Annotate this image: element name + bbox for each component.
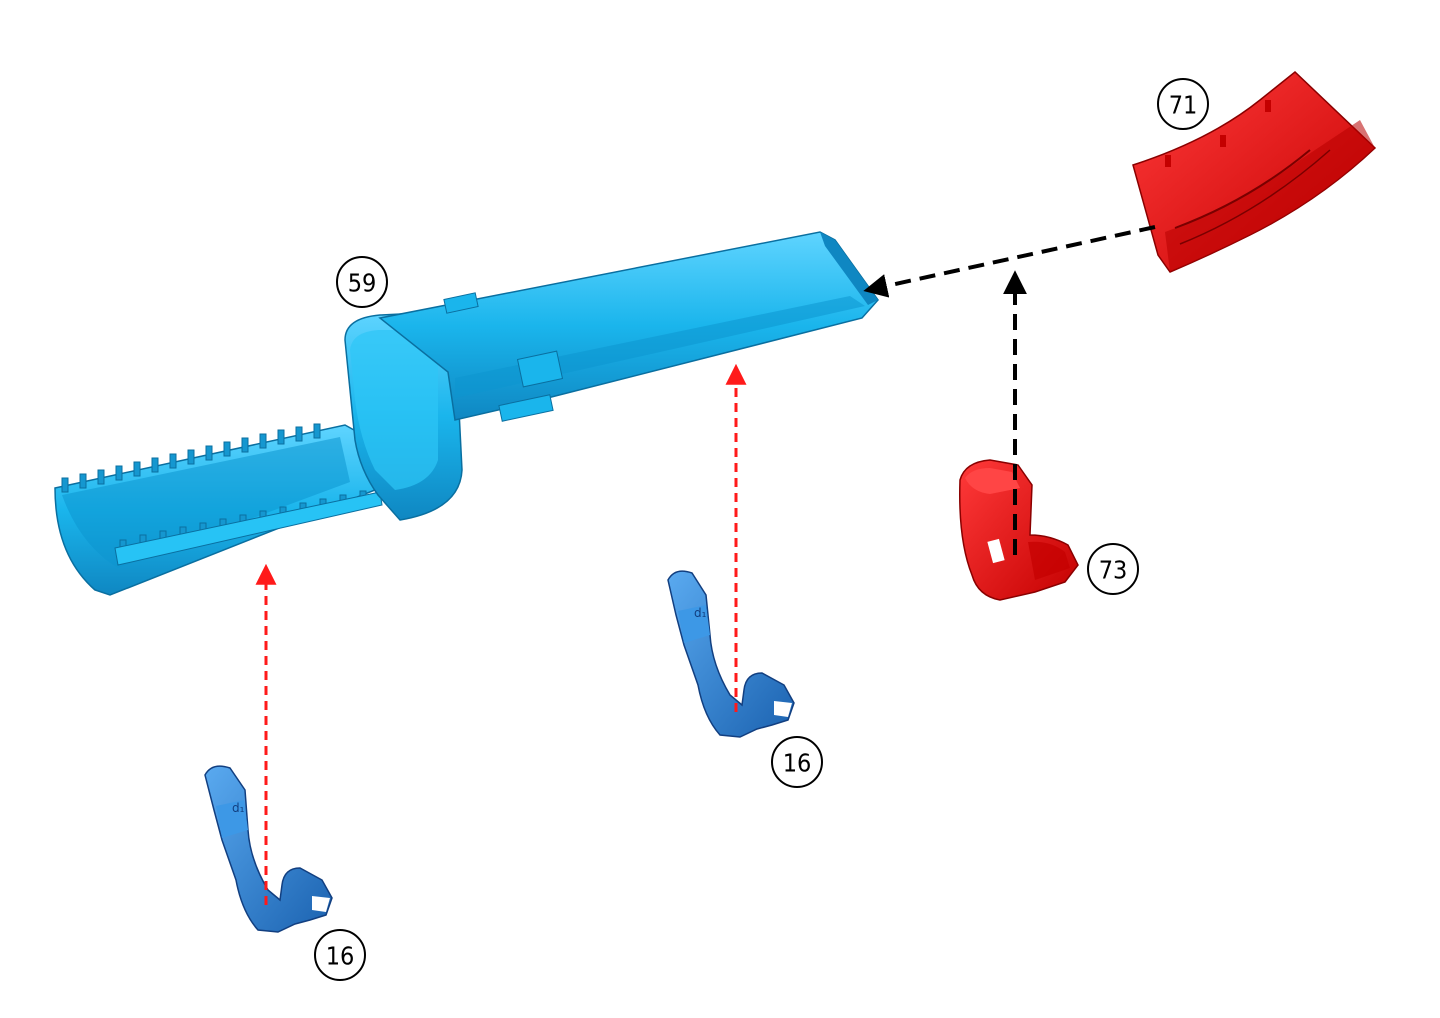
svg-text:d₁: d₁ <box>694 606 707 620</box>
callout-16-right-label: 16 <box>783 749 812 778</box>
callout-59-label: 59 <box>348 269 377 298</box>
callout-73-label: 73 <box>1099 556 1128 585</box>
callout-16-left: 16 <box>315 930 365 980</box>
callout-16-left-label: 16 <box>326 942 355 971</box>
callout-73: 73 <box>1088 544 1138 594</box>
clip-part-16-left: d₁ <box>205 766 332 932</box>
callout-71-label: 71 <box>1169 91 1198 120</box>
callout-16-right: 16 <box>772 737 822 787</box>
svg-text:d₁: d₁ <box>232 801 245 815</box>
callout-71: 71 <box>1158 79 1208 129</box>
end-cap-part-73 <box>960 460 1078 600</box>
clip-part-16-right: d₁ <box>668 571 794 737</box>
duct-part-59 <box>55 232 878 595</box>
arrow-71-to-59 <box>868 227 1155 290</box>
callout-59: 59 <box>337 257 387 307</box>
